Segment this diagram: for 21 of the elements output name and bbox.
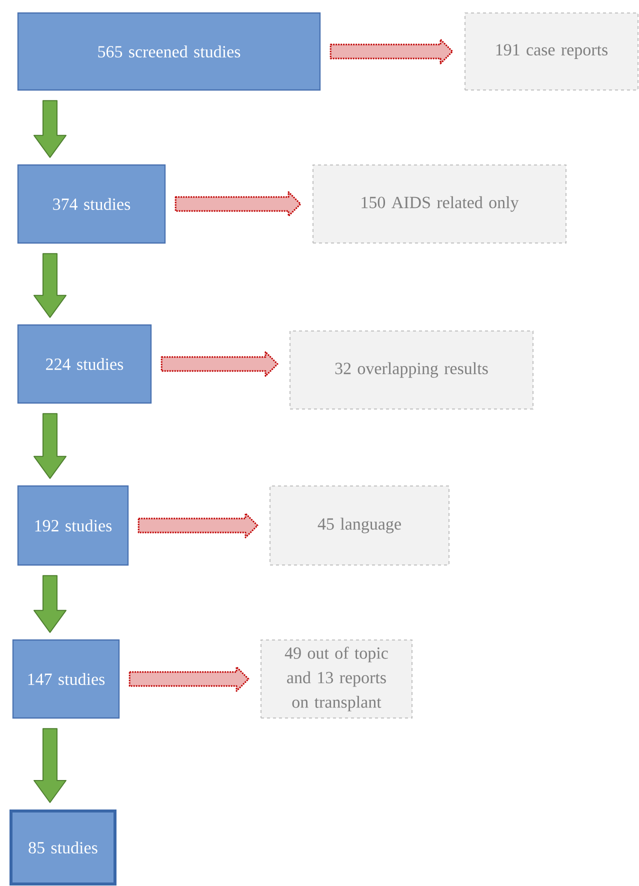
block-arrow xyxy=(34,253,66,318)
process-box: 147 studies xyxy=(12,639,120,719)
block-arrow xyxy=(34,728,66,803)
block-arrow xyxy=(330,38,454,64)
exclusion-box: 191 case reports xyxy=(464,12,638,90)
exclusion-box: 49 out of topic and 13 reports on transplant xyxy=(260,640,412,718)
process-box: 565 screened studies xyxy=(17,12,321,91)
block-arrow xyxy=(138,512,258,538)
block-arrow xyxy=(160,351,278,377)
process-box: 224 studies xyxy=(17,324,152,404)
block-arrow xyxy=(34,413,66,479)
process-box: 192 studies xyxy=(17,485,129,566)
exclusion-box: 45 language xyxy=(270,486,450,566)
block-arrow xyxy=(174,191,302,217)
block-arrow xyxy=(34,575,66,633)
exclusion-box: 150 AIDS related only xyxy=(312,164,566,244)
exclusion-box: 32 overlapping results xyxy=(290,330,534,410)
result-box: 85 studies xyxy=(10,810,116,886)
process-box: 374 studies xyxy=(17,164,166,244)
block-arrow xyxy=(128,666,250,692)
block-arrow xyxy=(34,100,66,158)
